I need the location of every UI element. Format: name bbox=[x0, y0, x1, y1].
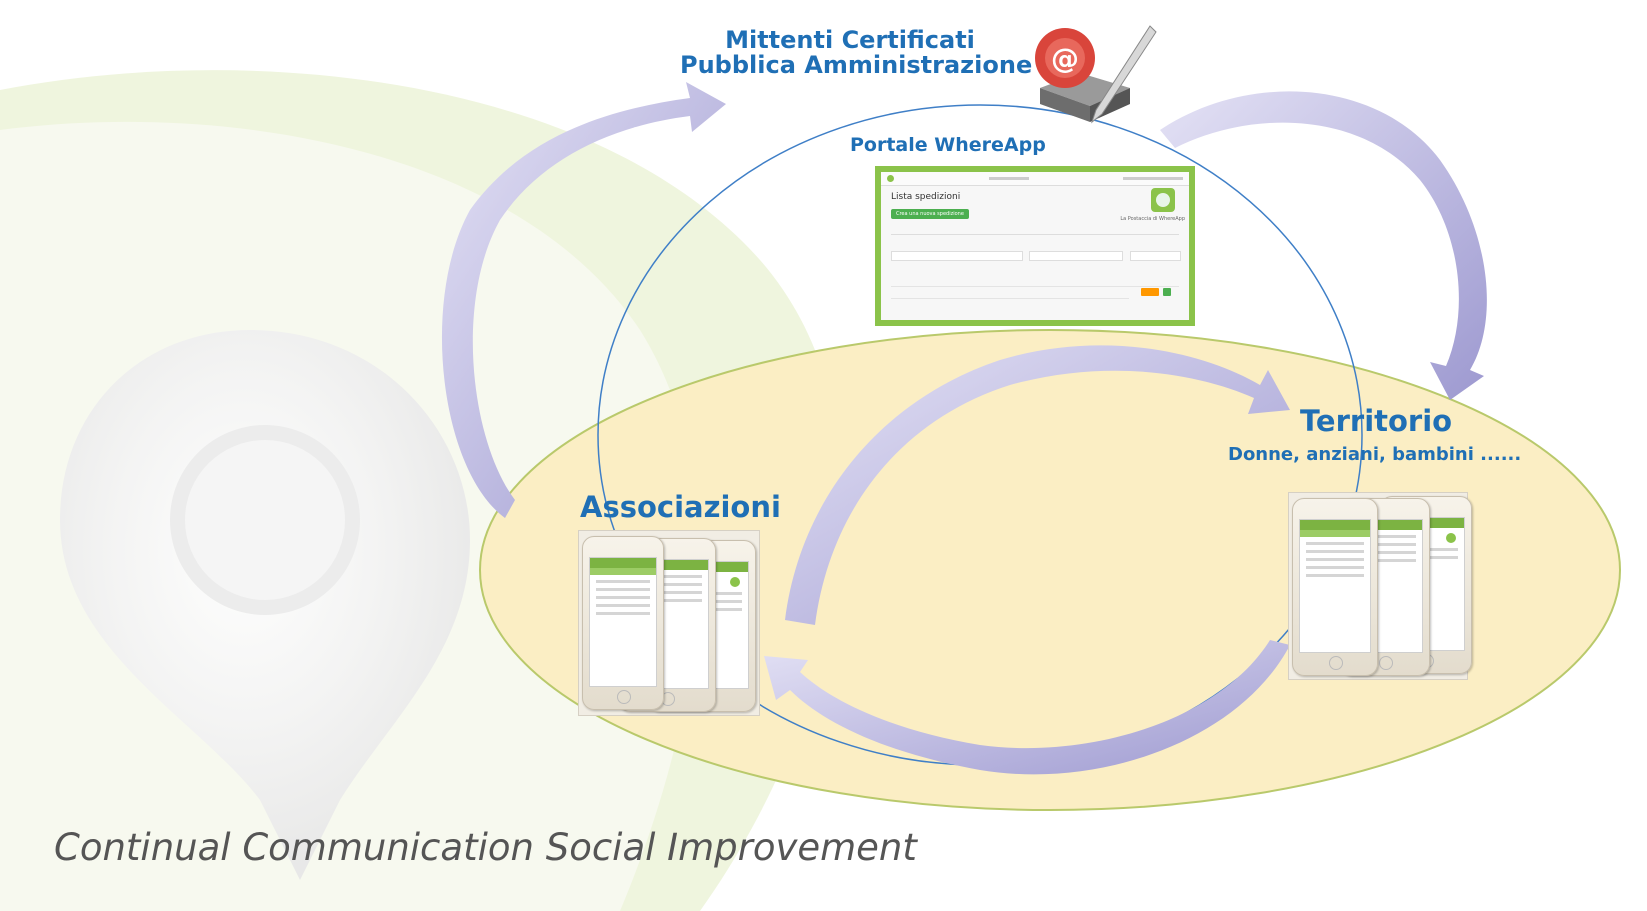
phone-content-line bbox=[1306, 558, 1364, 561]
phone-tab-bar bbox=[590, 568, 656, 575]
phone-header-bar bbox=[1348, 520, 1422, 530]
portal-topbar-fill bbox=[988, 177, 1029, 180]
portal-filter-field bbox=[1130, 251, 1181, 261]
arrow-inner-to-territorio bbox=[785, 345, 1290, 625]
phone-content-line bbox=[632, 583, 702, 586]
portal-table-header bbox=[891, 278, 1179, 287]
territorio-subtitle: Donne, anziani, bambini ...... bbox=[1228, 444, 1522, 465]
portal-list-title: Lista spedizioni bbox=[891, 192, 961, 202]
phone-content-line bbox=[632, 591, 702, 594]
phone-header-bar bbox=[626, 560, 708, 570]
portale-label: Portale WhereApp bbox=[850, 134, 1046, 156]
portal-topbar bbox=[881, 172, 1189, 186]
mittenti-line2: Pubblica Amministrazione bbox=[680, 51, 1033, 79]
mittenti-line1: Mittenti Certificati bbox=[725, 26, 975, 54]
portal-topbar-menu bbox=[1123, 177, 1183, 180]
portal-logo-dot bbox=[887, 175, 894, 182]
phone-content-line bbox=[1306, 550, 1364, 553]
phone-logo-dot bbox=[1446, 533, 1456, 543]
phone-content-line bbox=[596, 580, 650, 583]
portal-screen: Lista spedizioni Crea una nuova spedizio… bbox=[881, 172, 1189, 320]
portal-filter-field bbox=[891, 251, 1023, 261]
associazioni-label: Associazioni bbox=[580, 490, 781, 524]
phone-header-bar bbox=[590, 558, 656, 568]
phone-content-line bbox=[1354, 535, 1416, 538]
phone-content-line bbox=[1354, 551, 1416, 554]
portal-filters bbox=[891, 234, 1181, 275]
portal-orange-button bbox=[1141, 288, 1159, 296]
phone-content-line bbox=[596, 588, 650, 591]
arrow-associazioni-to-mittenti bbox=[441, 82, 726, 518]
phone-content-line bbox=[596, 612, 650, 615]
phone-content-line bbox=[1354, 543, 1416, 546]
phone-content-line bbox=[632, 575, 702, 578]
phone-content-line bbox=[596, 596, 650, 599]
arrow-mittenti-to-territorio bbox=[1160, 91, 1487, 400]
community-ellipse bbox=[479, 329, 1621, 811]
phone-home-button bbox=[1379, 656, 1393, 670]
svg-text:@: @ bbox=[1051, 42, 1079, 75]
phone-screen bbox=[1299, 519, 1371, 653]
phone-logo-dot bbox=[730, 577, 740, 587]
phone-header-bar bbox=[1300, 520, 1370, 530]
territorio-phone-front bbox=[1292, 498, 1378, 676]
phone-content-line bbox=[1306, 542, 1364, 545]
phone-content-line bbox=[632, 599, 702, 602]
portal-screenshot: Lista spedizioni Crea una nuova spedizio… bbox=[875, 166, 1195, 326]
arrow-territorio-to-associazioni bbox=[764, 640, 1290, 775]
portal-green-button bbox=[1163, 288, 1171, 296]
phone-content-line bbox=[596, 604, 650, 607]
phone-content-line bbox=[1306, 566, 1364, 569]
phone-home-button bbox=[617, 690, 631, 704]
portal-logo-caption: La Postaccia di WhereApp bbox=[1120, 216, 1185, 222]
phone-screen bbox=[589, 557, 657, 687]
portal-table-row bbox=[891, 290, 1129, 299]
associazioni-phone-front bbox=[582, 536, 664, 710]
tagline: Continual Communication Social Improveme… bbox=[54, 826, 917, 869]
portal-new-button: Crea una nuova spedizione bbox=[891, 209, 969, 219]
phone-content-line bbox=[1354, 559, 1416, 562]
territorio-label: Territorio bbox=[1300, 404, 1453, 438]
email-seal-pen-icon: @ bbox=[1035, 25, 1157, 124]
mittenti-label: Mittenti Certificati Pubblica Amministra… bbox=[680, 26, 1033, 79]
phone-home-button bbox=[1329, 656, 1343, 670]
phone-content-line bbox=[1306, 574, 1364, 577]
phone-tab-bar bbox=[1300, 530, 1370, 537]
portal-logo-icon bbox=[1151, 188, 1175, 212]
portal-filter-field bbox=[1029, 251, 1124, 261]
